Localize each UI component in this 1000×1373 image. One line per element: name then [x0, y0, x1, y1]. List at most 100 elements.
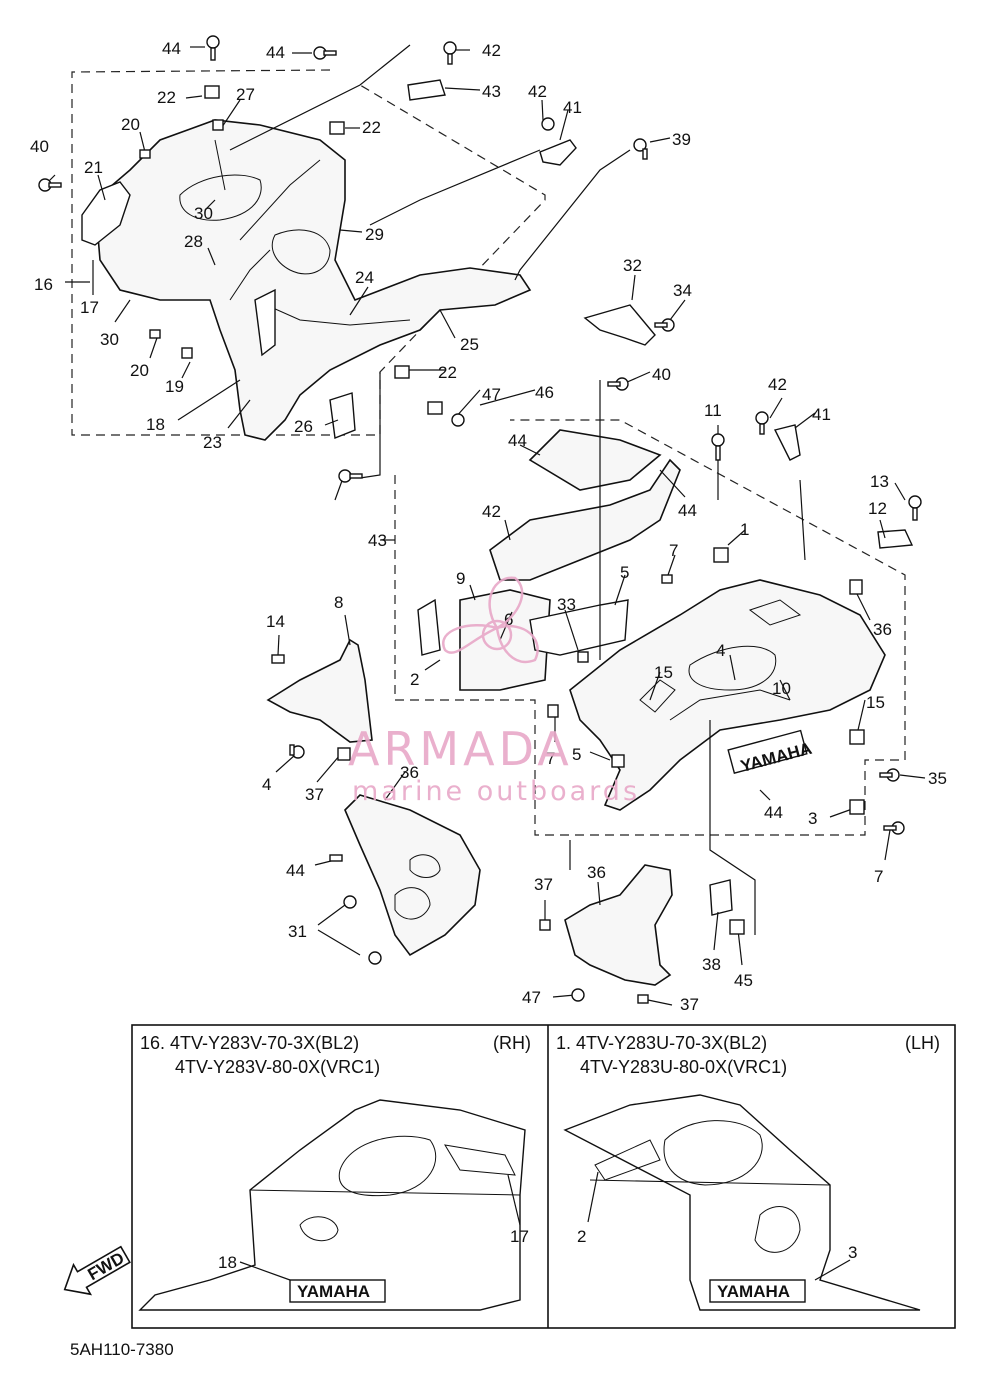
callout-7: 15 — [866, 693, 885, 712]
callout-29: 29 — [365, 225, 384, 244]
rh-inner-panel-21 — [81, 181, 131, 246]
callout-13: 44 — [678, 501, 697, 520]
rh-part-line-2: 4TV-Y283V-80-0X(VRC1) — [175, 1057, 380, 1077]
lh-cowling-assembly: YAMAHA — [417, 424, 914, 811]
lh-part-line-2: 4TV-Y283U-80-0X(VRC1) — [580, 1057, 787, 1077]
rh-callout-17: 17 — [510, 1227, 529, 1246]
callout-4: 5 — [572, 745, 581, 764]
callout-23: 23 — [203, 433, 222, 452]
lh-part-line-1: 1. 4TV-Y283U-70-3X(BL2) — [556, 1033, 767, 1053]
callout-15: 10 — [772, 679, 791, 698]
callout-16: 16 — [34, 275, 53, 294]
lh-callout-2: 2 — [577, 1227, 586, 1246]
callout-26: 26 — [294, 417, 313, 436]
callout-20: 20 — [130, 361, 149, 380]
rh-yamaha-decal: YAMAHA — [297, 1282, 370, 1301]
yamaha-decal-main — [727, 729, 808, 775]
fwd-label: FWD — [84, 1248, 127, 1284]
callout-30: 30 — [194, 204, 213, 223]
side-panel-group — [266, 638, 733, 986]
variant-panels: 16. 4TV-Y283V-70-3X(BL2) 4TV-Y283V-80-0X… — [131, 1024, 956, 1329]
callout-22: 22 — [362, 118, 381, 137]
callout-6: 33 — [557, 595, 576, 614]
callout-42: 13 — [870, 472, 889, 491]
callout-31: 36 — [587, 863, 606, 882]
watermark: ARMADA marine outboards — [348, 576, 640, 807]
callout-35: 36 — [400, 763, 419, 782]
callout-7: 1 — [740, 520, 749, 539]
callout-5: 7 — [546, 749, 555, 768]
lh-cowling-illustration — [563, 1094, 921, 1311]
callout-36: 37 — [534, 875, 553, 894]
callout-22: 22 — [157, 88, 176, 107]
callout-44: 44 — [162, 39, 181, 58]
callout-30: 30 — [100, 330, 119, 349]
callout-3: 44 — [764, 803, 783, 822]
callout-42: 42 — [482, 41, 501, 60]
callout-8: 9 — [456, 569, 465, 588]
callout-43: 12 — [868, 499, 887, 518]
leader-lines — [44, 44, 926, 1006]
callout-28: 28 — [184, 232, 203, 251]
fasteners — [38, 35, 922, 1004]
callout-47: 47 — [482, 385, 501, 404]
callout-32: 32 — [623, 256, 642, 275]
callout-10: 2 — [410, 670, 419, 689]
callout-25: 25 — [460, 335, 479, 354]
side-panel-35 — [344, 794, 481, 957]
callout-36: 14 — [266, 612, 285, 631]
callout-44: 35 — [928, 769, 947, 788]
rh-part-line-1: 16. 4TV-Y283V-70-3X(BL2) — [140, 1033, 359, 1053]
group-frame-lh — [394, 419, 906, 836]
callout-7: 3 — [808, 809, 817, 828]
callout-47: 45 — [734, 971, 753, 990]
rh-cowling-body — [94, 119, 532, 441]
watermark-brand: ARMADA — [348, 722, 573, 776]
callout-36: 37 — [305, 785, 324, 804]
callout-21: 21 — [84, 158, 103, 177]
callout-41: 41 — [563, 98, 582, 117]
callout-24: 24 — [355, 268, 374, 287]
rh-cowling-illustration — [138, 1099, 526, 1311]
callout-17: 17 — [80, 298, 99, 317]
reference-code: 5AH110-7380 — [70, 1340, 174, 1359]
callout-40: 40 — [30, 137, 49, 156]
callout-18: 18 — [146, 415, 165, 434]
callout-4: 36 — [873, 620, 892, 639]
lh-inner-panel-12 — [489, 458, 681, 581]
callout-9: 5 — [620, 563, 629, 582]
callout-12: 42 — [482, 502, 501, 521]
callout-44: 7 — [874, 867, 883, 886]
callout-40: 40 — [652, 365, 671, 384]
callout-27: 27 — [236, 85, 255, 104]
rh-cowling-assembly — [81, 79, 656, 441]
callout-11: 44 — [508, 431, 527, 450]
callout-33: 8 — [334, 593, 343, 612]
rh-callout-18: 18 — [218, 1253, 237, 1272]
callout-36: 37 — [680, 995, 699, 1014]
callout-15: 4 — [716, 641, 725, 660]
callout-37: 4 — [262, 775, 271, 794]
fwd-arrow-icon: FWD — [63, 1245, 131, 1296]
callout-42: 42 — [768, 375, 787, 394]
callout-38: 31 — [288, 922, 307, 941]
rh-side-label: (RH) — [493, 1033, 531, 1053]
callout-46: 46 — [535, 383, 554, 402]
lh-variant-panel: 1. 4TV-Y283U-70-3X(BL2) 4TV-Y283U-80-0X(… — [556, 1033, 940, 1311]
callout-45: 38 — [702, 955, 721, 974]
callout-20: 20 — [121, 115, 140, 134]
callout-22: 22 — [438, 363, 457, 382]
callout-42: 42 — [528, 82, 547, 101]
lh-yamaha-decal: YAMAHA — [717, 1282, 790, 1301]
watermark-logo-icon — [442, 576, 539, 663]
callout-43: 43 — [482, 82, 501, 101]
side-panel-33 — [266, 638, 373, 743]
lh-inner-panel-8 — [459, 589, 551, 691]
lh-callout-3: 3 — [848, 1243, 857, 1262]
callout-44: 44 — [266, 43, 285, 62]
callout-44: 11 — [704, 401, 722, 420]
side-panel-31 — [564, 864, 673, 986]
watermark-tagline: marine outboards — [352, 776, 640, 807]
